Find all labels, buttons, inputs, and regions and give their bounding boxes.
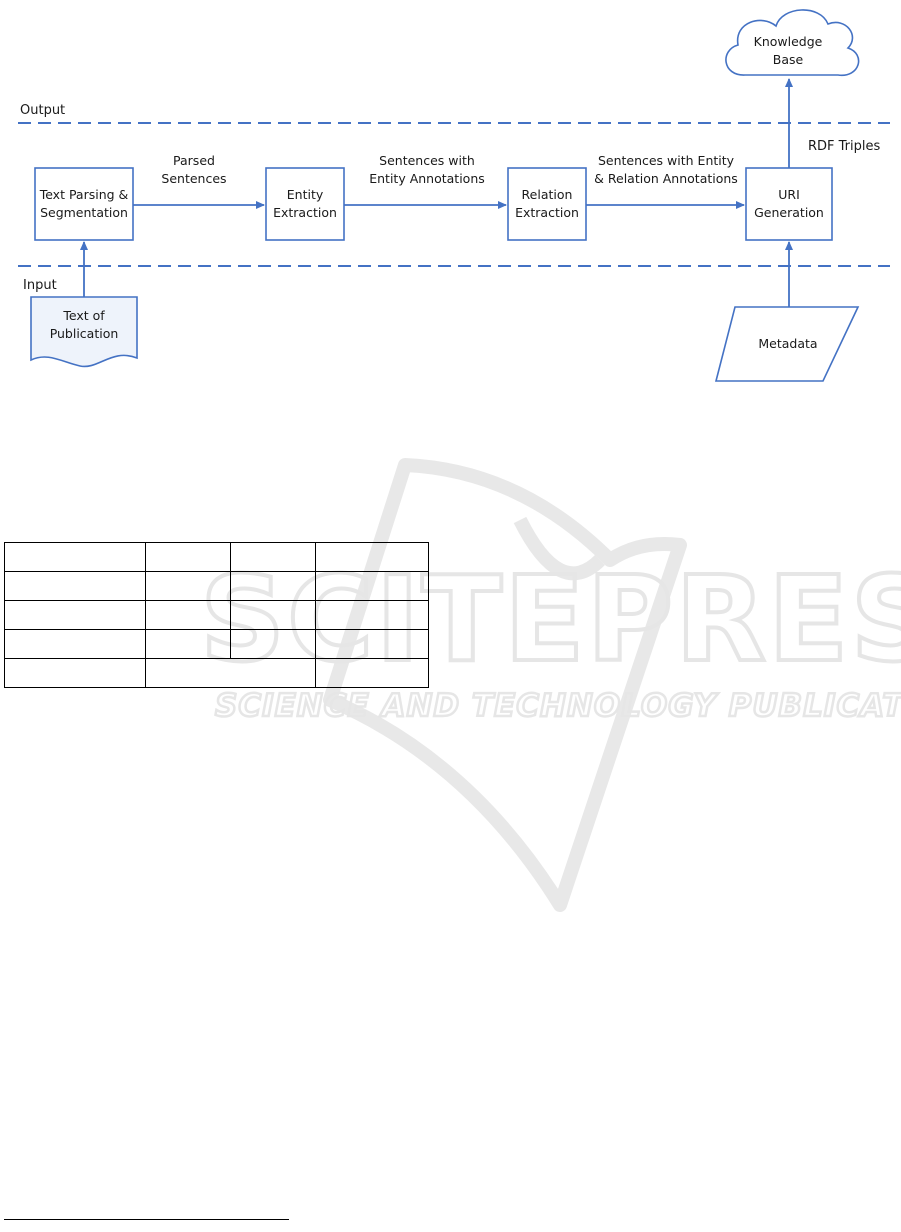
table-cell (315, 629, 429, 659)
knowledge-base-label-line2: Base (773, 52, 804, 67)
uri-generation-box: URI Generation (745, 167, 833, 241)
pipeline-diagram: Output Input Knowledge Base Text Parsing… (18, 9, 890, 382)
table-cell (4, 658, 146, 688)
footnote-rule (4, 1219, 289, 1220)
metadata-parallelogram: Metadata (714, 306, 860, 382)
output-label: Output (20, 103, 65, 118)
table-cell (145, 542, 231, 572)
table-row (4, 629, 429, 659)
data-table (4, 542, 429, 688)
table-row (4, 571, 429, 601)
watermark-subtitle: SCIENCE AND TECHNOLOGY PUBLICATIONS (215, 688, 901, 724)
relation-extraction-label-line2: Extraction (515, 205, 579, 220)
table-cell (230, 600, 316, 630)
uri-generation-label-line2: Generation (754, 205, 824, 220)
table-cell (4, 600, 146, 630)
table-cell (230, 571, 316, 601)
text-parsing-box: Text Parsing & Segmentation (34, 167, 134, 241)
table-cell (230, 542, 316, 572)
input-label: Input (23, 278, 57, 293)
table-cell (315, 571, 429, 601)
table-row (4, 542, 429, 572)
edge-label-entity-annotations-line1: Sentences with (379, 153, 475, 168)
uri-generation-label-line1: URI (778, 187, 800, 202)
edge-label-parsed-line2: Sentences (161, 171, 226, 186)
edge-label-rdf-triples: RDF Triples (808, 139, 881, 154)
edge-label-parsed-line1: Parsed (173, 153, 215, 168)
entity-extraction-label-line2: Extraction (273, 205, 337, 220)
table-cell (4, 542, 146, 572)
knowledge-base-label-line1: Knowledge (754, 34, 823, 49)
table-cell (315, 658, 429, 688)
edge-label-relation-annotations-line1: Sentences with Entity (598, 153, 735, 168)
metadata-label: Metadata (758, 336, 817, 351)
table-cell (4, 571, 146, 601)
text-of-publication-label-line2: Publication (50, 326, 119, 341)
table-cell (145, 629, 231, 659)
table-cell (230, 629, 316, 659)
table-cell (4, 629, 146, 659)
relation-extraction-box: Relation Extraction (507, 167, 587, 241)
table-cell (145, 600, 231, 630)
table-cell (145, 571, 231, 601)
entity-extraction-label-line1: Entity (287, 187, 324, 202)
entity-extraction-box: Entity Extraction (265, 167, 345, 241)
text-of-publication-document: Text of Publication (30, 296, 138, 368)
text-parsing-label-line1: Text Parsing & (39, 187, 129, 202)
table-row (4, 658, 429, 688)
table-row (4, 600, 429, 630)
edge-label-relation-annotations-line2: & Relation Annotations (594, 171, 738, 186)
edge-label-entity-annotations-line2: Entity Annotations (369, 171, 485, 186)
text-parsing-label-line2: Segmentation (40, 205, 128, 220)
table-cell (315, 600, 429, 630)
table-cell-merged (145, 658, 316, 688)
knowledge-base-cloud: Knowledge Base (725, 9, 860, 76)
text-of-publication-label-line1: Text of (62, 308, 105, 323)
table-cell (315, 542, 429, 572)
relation-extraction-label-line1: Relation (522, 187, 573, 202)
